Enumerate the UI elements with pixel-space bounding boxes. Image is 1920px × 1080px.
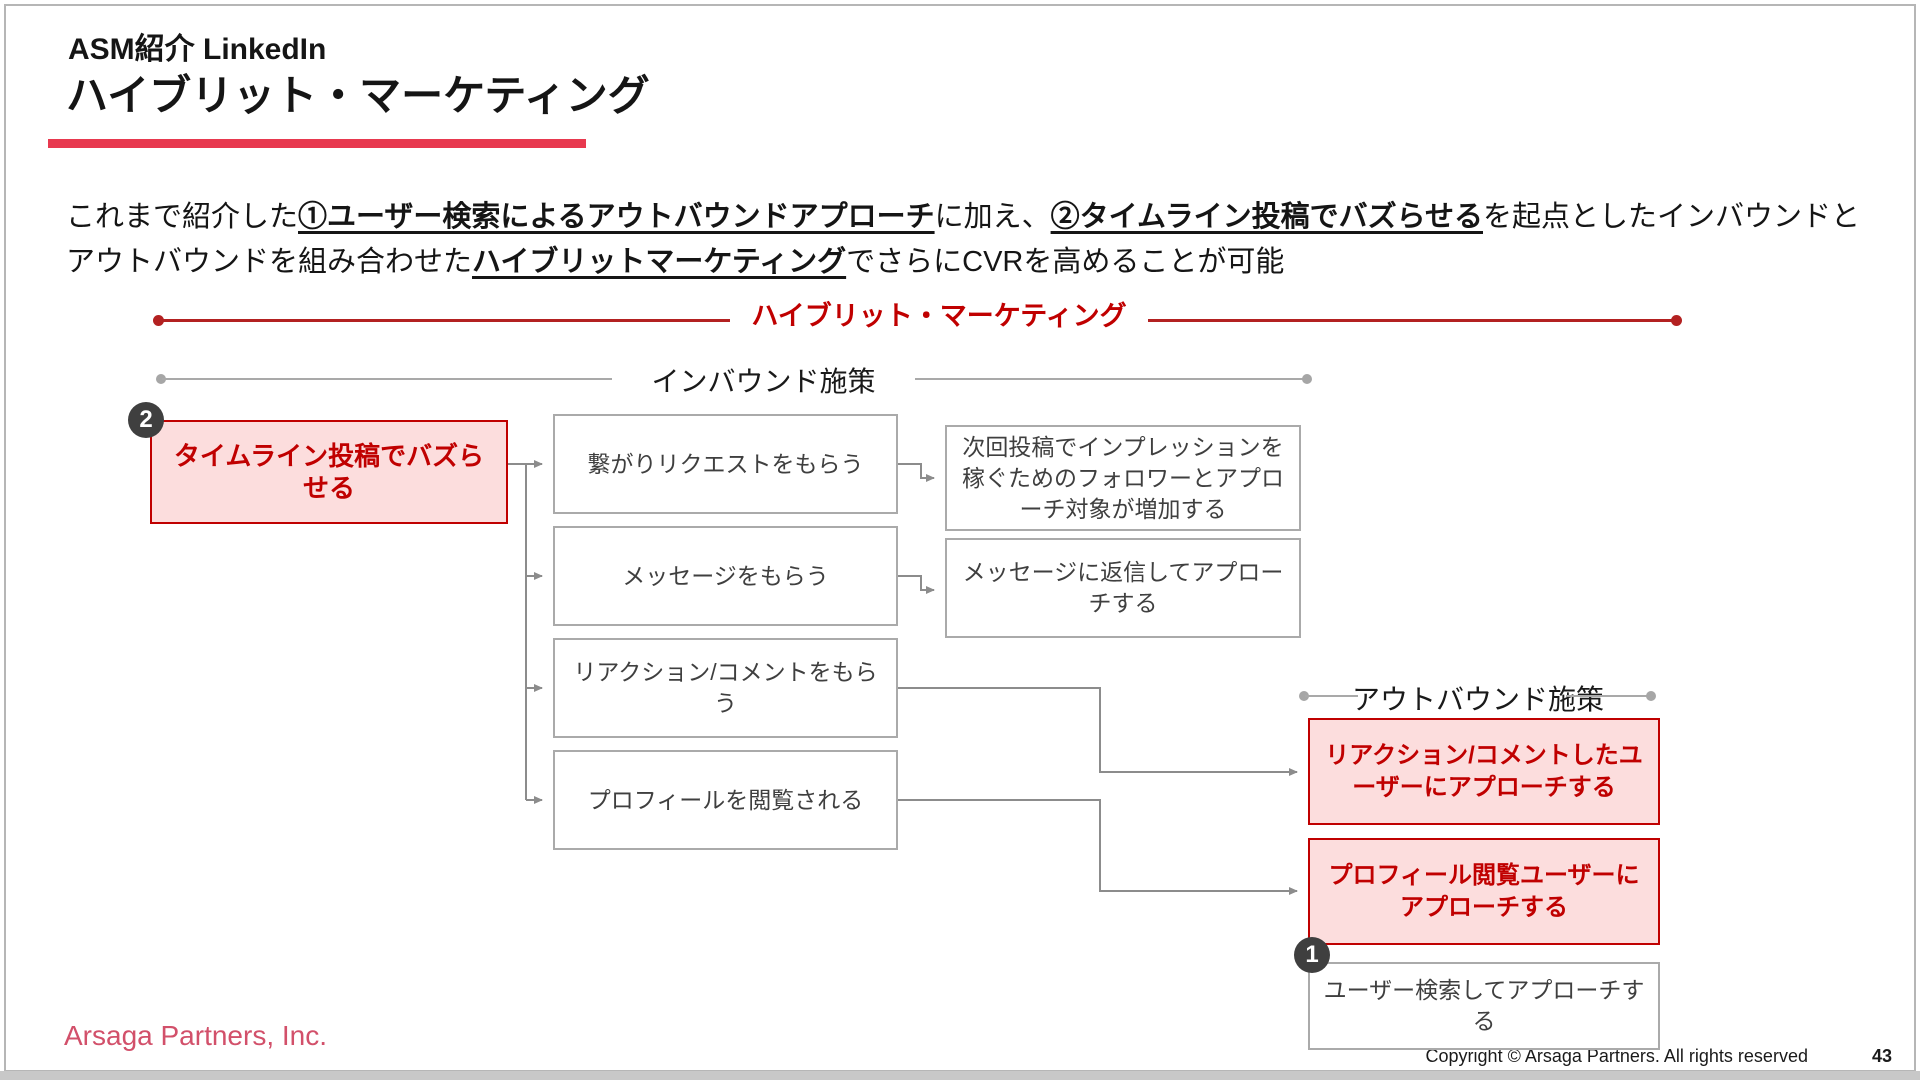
outbound-rail-label: アウトバウンド施策: [1352, 684, 1605, 715]
step-badge-1: 1: [1294, 937, 1330, 973]
user-search-box: ユーザー検索してアプローチする: [1308, 962, 1660, 1050]
inbound-rail-label: インバウンド施策: [651, 366, 876, 397]
intro-paragraph: これまで紹介した①ユーザー検索によるアウトバウンドアプローチに加え、②タイムライ…: [66, 195, 1882, 285]
intro-text: これまで紹介した: [66, 201, 299, 233]
inbound-rail-left-line: [162, 378, 612, 380]
intro-text: に加え、: [934, 201, 1051, 233]
step-badge-2: 2: [128, 402, 164, 438]
hybrid-rail-right-line: [1148, 319, 1675, 322]
inbound-box-3: リアクション/コメントをもらう: [553, 638, 898, 738]
footer-right: Copyright © Arsaga Partners. All rights …: [1426, 1046, 1892, 1067]
inbound-rail-left-dot: [156, 374, 166, 384]
title-underline-bar: [48, 139, 586, 148]
intro-emphasis-1: ①ユーザー検索によるアウトバウンドアプローチ: [298, 201, 935, 233]
result-box-2: メッセージに返信してアプローチする: [945, 538, 1301, 638]
hybrid-rail-left-line: [158, 319, 730, 322]
inbound-rail-right-dot: [1302, 374, 1312, 384]
hybrid-rail-right-dot: [1671, 315, 1682, 326]
intro-text: を起点としたインバウンドとアウトバウンドを組み合わせた: [66, 201, 1861, 278]
intro-emphasis-2: ②タイムライン投稿でバズらせる: [1050, 201, 1483, 233]
page-title: ハイブリット・マーケティング: [66, 72, 650, 119]
inbound-box-2: メッセージをもらう: [553, 526, 898, 626]
intro-text: でさらにCVRを高めることが可能: [846, 246, 1285, 278]
intro-emphasis-3: ハイブリットマーケティング: [472, 246, 847, 278]
outbound-box-2: プロフィール閲覧ユーザーにアプローチする: [1308, 838, 1660, 945]
company-name: Arsaga Partners, Inc.: [64, 1020, 328, 1051]
page-number: 43: [1871, 1046, 1892, 1066]
trigger-box: タイムライン投稿でバズらせる: [150, 420, 508, 524]
outbound-box-1: リアクション/コメントしたユーザーにアプローチする: [1308, 718, 1660, 825]
bottom-gray-strip: [0, 1071, 1920, 1080]
inbound-box-1: 繋がりリクエストをもらう: [553, 414, 898, 514]
outbound-rail-right-line: [1566, 695, 1650, 697]
outbound-rail-right-dot: [1646, 691, 1656, 701]
kicker-title: ASM紹介 LinkedIn: [68, 33, 327, 66]
inbound-box-4: プロフィールを閲覧される: [553, 750, 898, 850]
outbound-rail-left-dot: [1299, 691, 1309, 701]
inbound-rail-right-line: [915, 378, 1306, 380]
result-box-1: 次回投稿でインプレッションを稼ぐためのフォロワーとアプローチ対象が増加する: [945, 425, 1301, 531]
copyright-text: Copyright © Arsaga Partners. All rights …: [1425, 1046, 1808, 1066]
outbound-rail-left-line: [1305, 695, 1358, 697]
hybrid-rail-label: ハイブリット・マーケティング: [751, 301, 1127, 331]
